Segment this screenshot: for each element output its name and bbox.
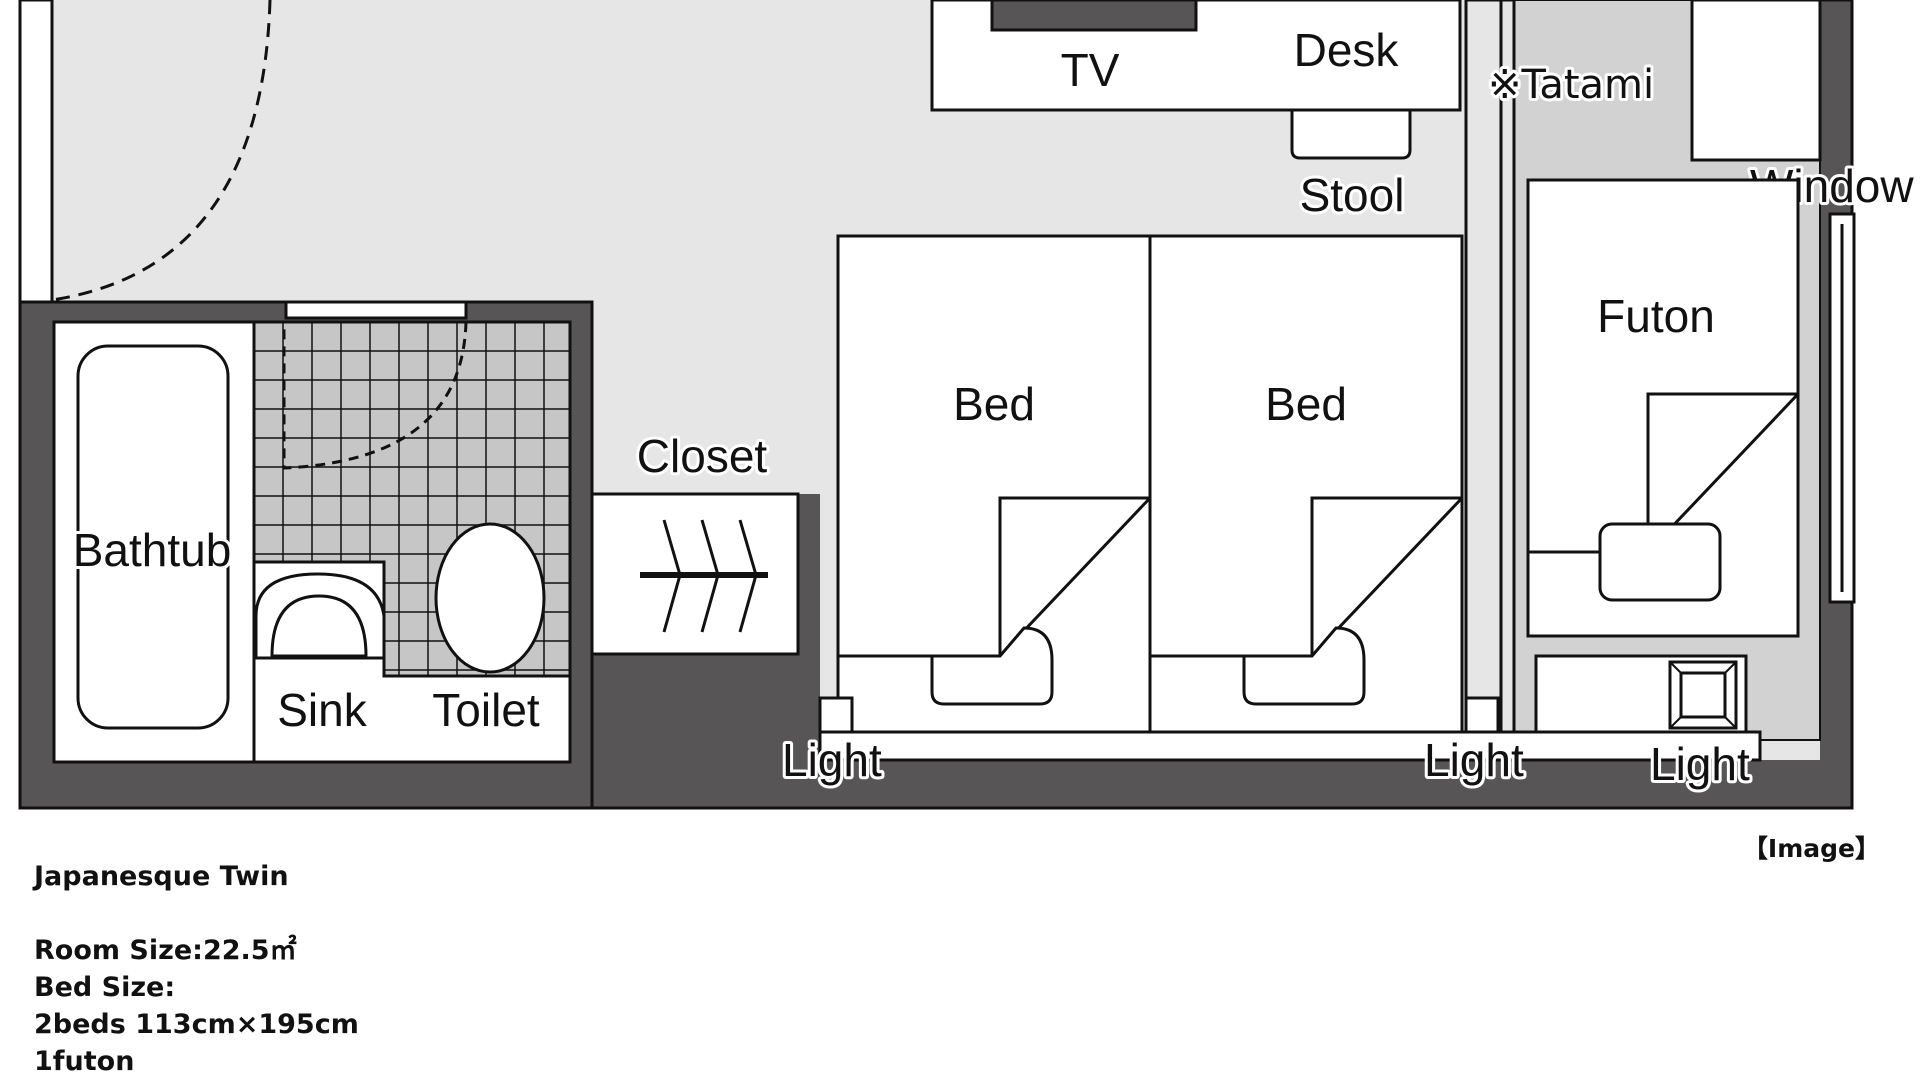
room-caption: Japanesque Twin Room Size:22.5㎡ Bed Size… — [34, 858, 359, 1080]
wardrobe — [1690, 0, 1822, 162]
toilet-label: Toilet — [432, 684, 540, 736]
caption-spacer — [34, 895, 359, 932]
bathtub — [76, 344, 230, 730]
lamp-inner — [1679, 671, 1727, 719]
bed-size-futon: 1futon — [34, 1046, 135, 1077]
lamp-line — [1724, 716, 1737, 729]
bed-right — [1148, 234, 1464, 734]
room-size: Room Size:22.5㎡ — [34, 935, 297, 966]
closet-label: Closet — [637, 430, 768, 482]
bed-size-beds: 2beds 113cm×195cm — [34, 1009, 359, 1040]
tatami-label: ※Tatami — [1488, 62, 1654, 108]
bed-left-label: Bed — [953, 378, 1035, 430]
hanger-icon — [700, 519, 720, 633]
light-fixture-middle — [1464, 696, 1500, 734]
stool — [1290, 108, 1412, 160]
hanger-icon — [662, 519, 682, 633]
hanger-icon — [738, 519, 758, 633]
bathroom-door-opening — [284, 300, 468, 320]
bed-right-label: Bed — [1265, 378, 1347, 430]
futon-label: Futon — [1597, 290, 1715, 342]
desk-label: Desk — [1294, 24, 1400, 76]
light-fixture-left — [818, 696, 854, 734]
image-tag: 【Image】 — [1742, 834, 1880, 863]
partition — [1464, 0, 1516, 742]
bed-right-cover — [1150, 496, 1462, 658]
sink-label: Sink — [277, 684, 367, 736]
lamp-line — [1669, 661, 1682, 674]
light-right-label: Light — [1650, 738, 1750, 790]
stool-label: Stool — [1300, 169, 1405, 221]
futon-cover — [1528, 392, 1798, 554]
toilet-bowl — [434, 522, 546, 674]
bathtub-label: Bathtub — [73, 524, 232, 576]
light-strip — [818, 730, 1762, 762]
bed-left-cover — [838, 496, 1150, 658]
room-name: Japanesque Twin — [34, 861, 289, 892]
bed-right-pillow — [1242, 626, 1366, 706]
tv — [990, 0, 1198, 32]
bed-left-pillow — [930, 626, 1054, 706]
lamp-line — [1669, 716, 1682, 729]
entrance-door-swing — [51, 0, 272, 302]
futon-pillow — [1598, 522, 1722, 602]
tv-label: TV — [1061, 44, 1120, 96]
left-wall-strip — [18, 0, 54, 304]
light-middle-label: Light — [1424, 734, 1524, 786]
bed-left — [836, 234, 1152, 734]
sink-bowl — [270, 594, 368, 658]
light-left-label: Light — [782, 734, 882, 786]
lamp-line — [1724, 661, 1737, 674]
bed-size-label: Bed Size: — [34, 972, 176, 1003]
bathroom-door-swing — [282, 321, 468, 470]
